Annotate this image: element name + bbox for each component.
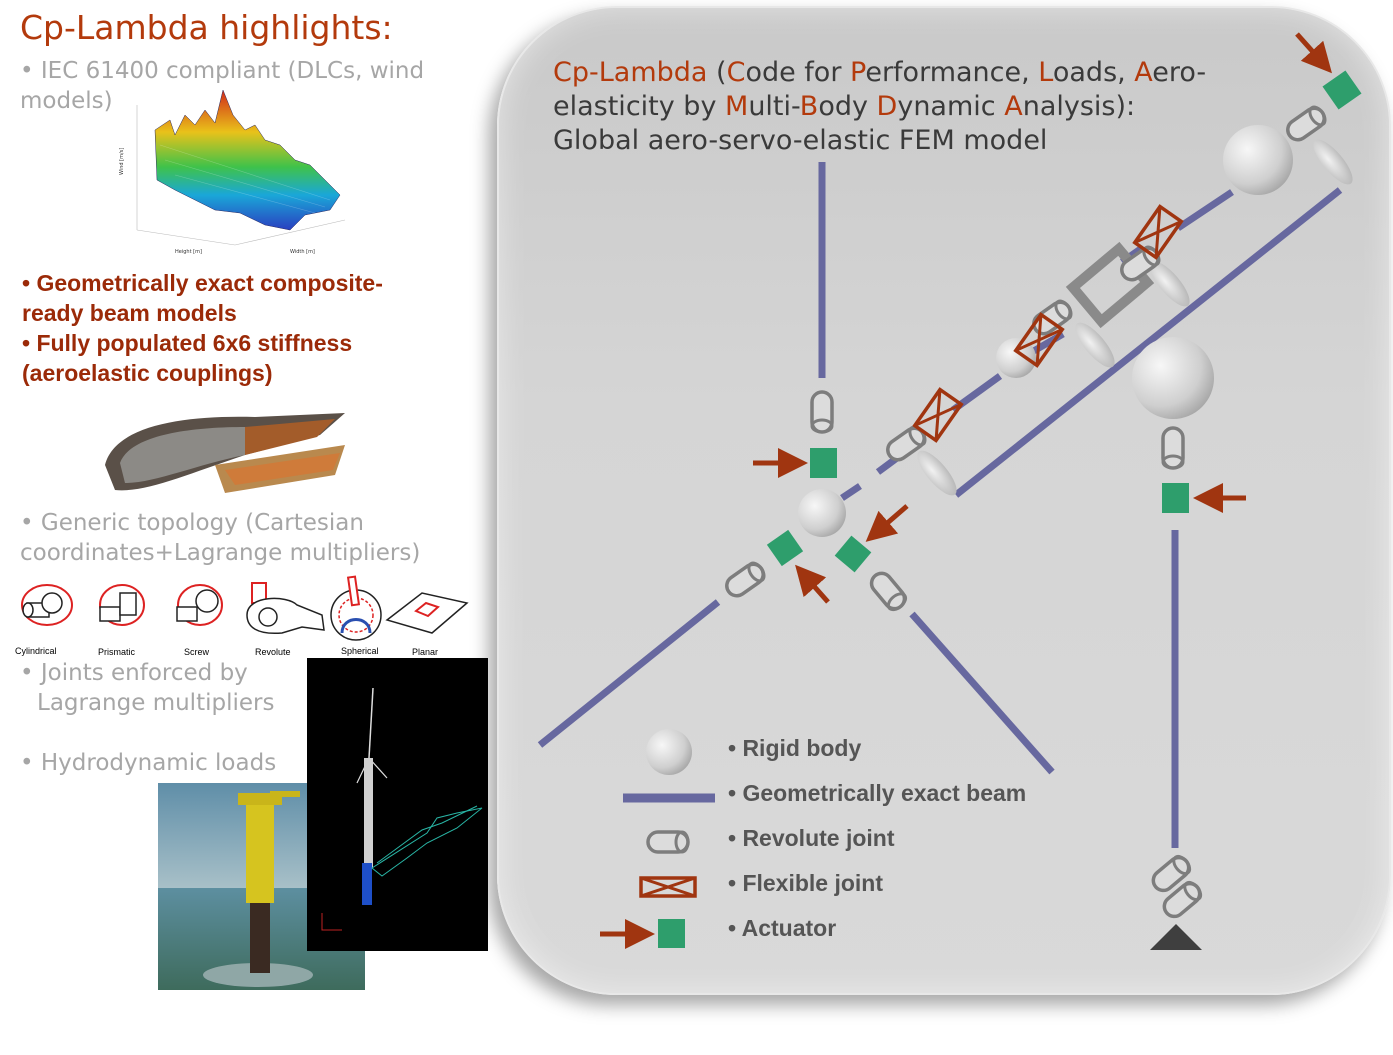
bullet-beam-line2: ready beam models <box>22 300 237 326</box>
wind-surface-plot: Wind [m/s] Height [m] Width [m] <box>119 89 346 255</box>
joint-types-row: Cylindrical Prismatic Screw Revolute Sph… <box>15 575 469 657</box>
planar-joint-icon <box>385 592 469 634</box>
cylindrical-joint-icon <box>21 584 73 626</box>
title-seg-f: elasticity by <box>553 91 726 122</box>
panel-title: Cp-Lambda (Code for Performance, Loads, … <box>553 56 1206 158</box>
prismatic-joint-icon <box>99 584 145 626</box>
bullet-topology-line1: • Generic topology (Cartesian <box>20 510 364 536</box>
title-letter-d: D <box>876 91 898 122</box>
bullet-stiffness-line2: (aeroelastic couplings) <box>22 360 273 386</box>
title-seg-b: ode for <box>745 57 850 88</box>
bullet-iec-line2: models) <box>20 88 113 114</box>
revolute-joint-icon <box>246 582 325 635</box>
simulation-render-image <box>307 658 488 951</box>
title-cp-lambda: Cp-Lambda <box>553 57 708 88</box>
bullet-topology: • Generic topology (Cartesian coordinate… <box>20 508 420 568</box>
panel-title-line1: Cp-Lambda (Code for Performance, Loads, … <box>553 56 1206 90</box>
plot-y-label: Width [m] <box>290 249 315 255</box>
title-seg-e: ero- <box>1152 57 1207 88</box>
title-letter-b: B <box>799 91 819 122</box>
bullet-iec: • IEC 61400 compliant (DLCs, wind models… <box>20 56 424 116</box>
plot-z-label: Wind [m/s] <box>119 148 125 175</box>
title-letter-l: L <box>1038 57 1053 88</box>
title-seg-c: erformance, <box>865 57 1039 88</box>
joint-label-3: Revolute <box>255 647 291 657</box>
title-seg-j: nalysis): <box>1022 91 1136 122</box>
panel-title-line2: elasticity by Multi-Body Dynamic Analysi… <box>553 90 1206 124</box>
bullet-joints-line2: Lagrange multipliers <box>37 690 275 716</box>
bullet-topology-line2: coordinates+Lagrange multipliers) <box>20 540 421 566</box>
spherical-joint-icon <box>330 575 382 641</box>
legend-rigid: • Rigid body <box>728 735 862 761</box>
joint-label-1: Prismatic <box>98 647 136 657</box>
bullet-stiffness-line1: • Fully populated 6x6 stiffness <box>22 330 353 356</box>
title-letter-a: A <box>1134 57 1153 88</box>
bullet-iec-line1: • IEC 61400 compliant (DLCs, wind <box>20 58 425 84</box>
legend-revolute: • Revolute joint <box>728 825 895 851</box>
legend-flexible: • Flexible joint <box>728 870 884 896</box>
joint-label-0: Cylindrical <box>15 646 57 656</box>
plot-x-label: Height [m] <box>175 249 202 255</box>
title-seg-d: oads, <box>1052 57 1135 88</box>
joint-label-5: Planar <box>412 647 438 657</box>
bullet-beam: • Geometrically exact composite- ready b… <box>22 268 383 388</box>
screw-joint-icon <box>176 584 223 626</box>
title-seg-a: ( <box>707 57 727 88</box>
joint-label-4: Spherical <box>341 646 379 656</box>
legend-actuator: • Actuator <box>728 915 837 941</box>
slide-title: Cp-Lambda highlights: <box>20 8 393 47</box>
blade-section-image <box>105 413 345 493</box>
bullet-beam-line1: • Geometrically exact composite- <box>22 270 383 296</box>
panel-title-line3: Global aero-servo-elastic FEM model <box>553 125 1048 156</box>
bullet-joints: • Joints enforced by Lagrange multiplier… <box>20 658 274 718</box>
bullet-hydro: • Hydrodynamic loads <box>20 750 277 776</box>
title-letter-a2: A <box>1004 91 1023 122</box>
bullet-joints-line1: • Joints enforced by <box>20 660 248 686</box>
legend-beam: • Geometrically exact beam <box>728 780 1027 806</box>
title-letter-p: P <box>850 57 866 88</box>
title-letter-m: M <box>725 91 749 122</box>
title-seg-i: ynamic <box>897 91 1005 122</box>
title-seg-h: ody <box>818 91 877 122</box>
joint-label-2: Screw <box>184 647 210 657</box>
title-seg-g: ulti- <box>748 91 800 122</box>
title-letter-c: C <box>726 57 746 88</box>
